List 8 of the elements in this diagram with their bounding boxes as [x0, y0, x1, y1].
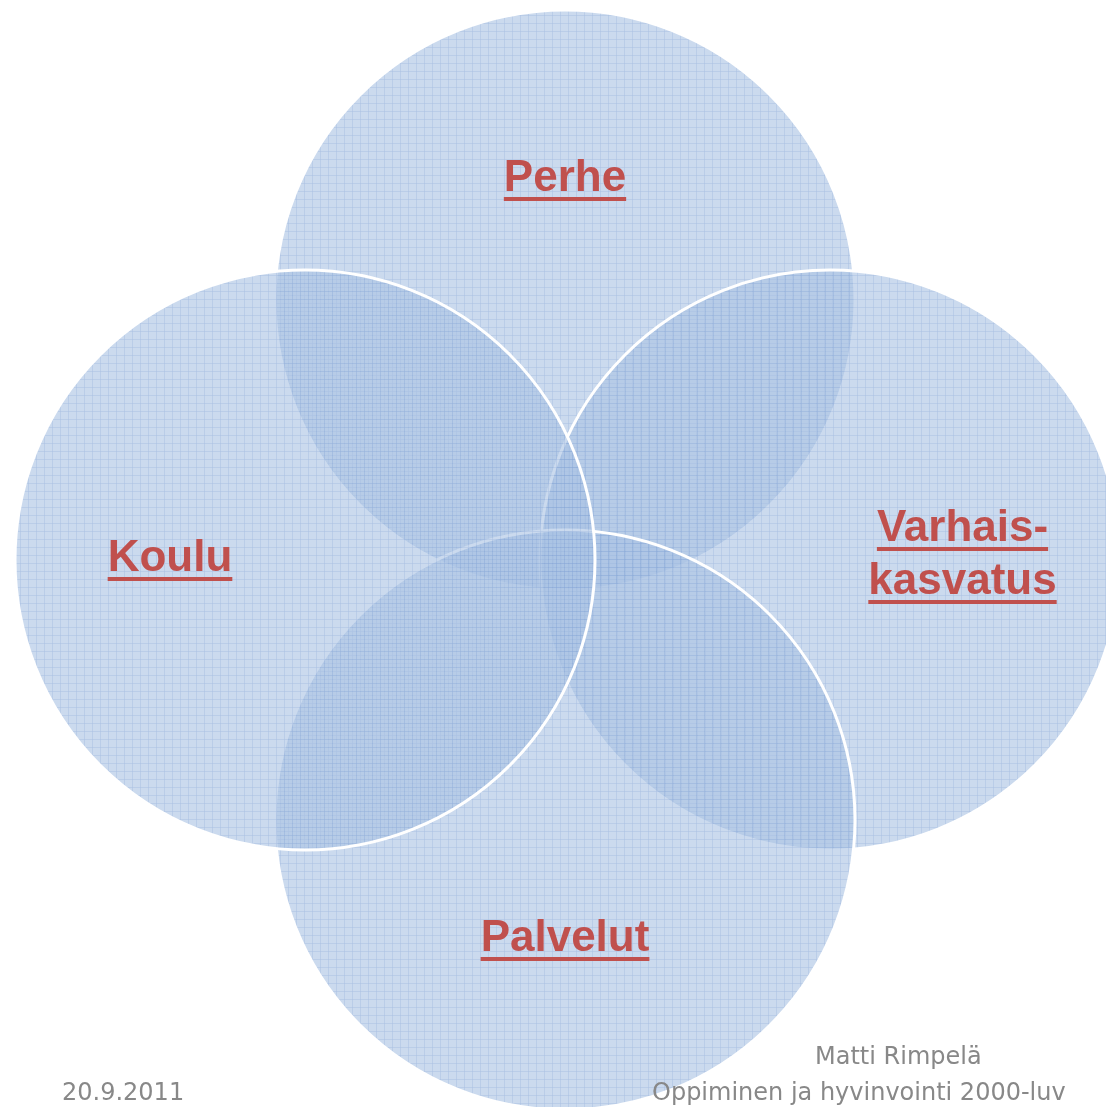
circle-label: Palvelut — [479, 910, 651, 962]
footer-text: Matti Rimpelä — [815, 1042, 982, 1070]
circle-label: Koulu — [106, 530, 234, 582]
footer-text: Oppiminen ja hyvinvointi 2000-luv — [652, 1078, 1066, 1106]
venn-circle — [13, 268, 597, 852]
footer-text: 20.9.2011 — [62, 1078, 185, 1106]
circle-label: Perhe — [502, 150, 628, 202]
circle-label: Varhais- kasvatus — [867, 500, 1058, 605]
